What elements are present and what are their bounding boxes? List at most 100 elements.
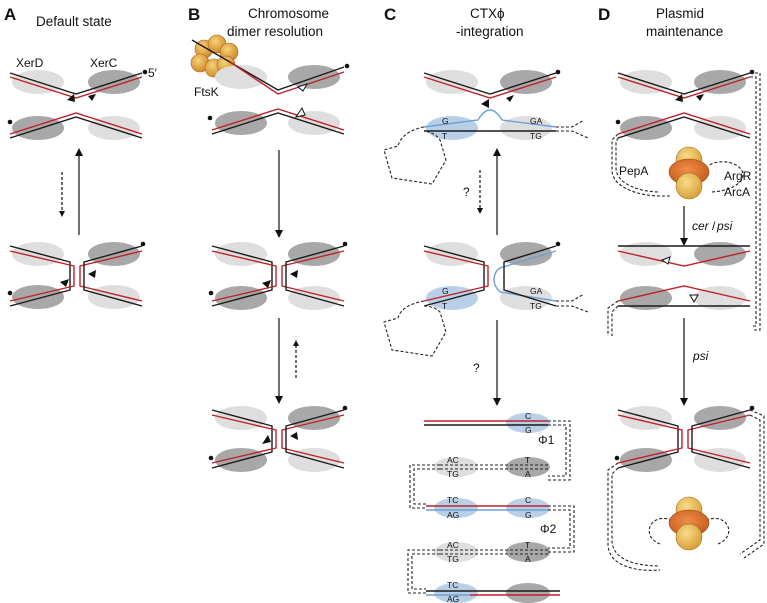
panel-b: B Chromosome dimer resolution FtsK <box>188 5 350 472</box>
psi-label-2: psi <box>692 349 709 363</box>
nt-label: TC <box>447 580 458 590</box>
phage-hairpin <box>556 119 589 139</box>
nt-label: C <box>525 411 531 421</box>
cleavage-arrowhead <box>481 99 489 108</box>
ctx-complex-c1: G T GA TG <box>383 69 589 185</box>
site-ellipse <box>506 583 550 603</box>
cer-label: cer <box>692 219 710 233</box>
dna-strand-red <box>617 112 751 135</box>
nt-label: T <box>442 131 447 141</box>
synaptic-complex-b2 <box>208 241 348 310</box>
site-ellipse <box>434 542 478 562</box>
dna-strand-blue <box>423 109 557 128</box>
dna-strand <box>191 39 345 91</box>
dna-strand-red <box>281 250 345 302</box>
cleavage-arrowhead <box>506 95 514 102</box>
synaptic-complex-a1 <box>7 69 148 140</box>
dna-strand-red <box>9 76 143 99</box>
dna-strand <box>285 409 345 469</box>
site-ellipse <box>434 498 478 518</box>
plasmid-backbone <box>739 409 765 559</box>
dna-strand <box>617 116 751 139</box>
nt-label: TG <box>530 131 542 141</box>
nt-label: AC <box>447 455 459 465</box>
xerc-monomer <box>12 116 64 140</box>
phage-loop <box>383 300 447 357</box>
nt-label: GA <box>530 116 543 126</box>
nt-label: AG <box>447 594 459 603</box>
dna-strand <box>285 245 345 307</box>
strand-end-dot <box>342 241 348 247</box>
xerd-monomer <box>500 286 552 310</box>
xerd-monomer <box>88 116 140 140</box>
open-arrowhead <box>296 83 309 92</box>
dna-strand-red <box>281 414 345 464</box>
site-ellipse <box>506 542 550 562</box>
panel-a: A Default state XerD XerC 5′ <box>4 5 158 309</box>
dna-strand <box>691 409 751 469</box>
panel-letter-a: A <box>4 5 16 24</box>
dna-strand <box>9 116 143 139</box>
ctx-complex-c2: G T GA TG <box>383 241 589 357</box>
dna-strand-red <box>423 76 557 99</box>
panel-d-title-2: maintenance <box>646 24 723 39</box>
site-ellipse <box>506 457 550 477</box>
question-mark: ? <box>463 185 470 199</box>
pepa-label: PepA <box>619 164 648 178</box>
strand-end-dot <box>208 455 214 461</box>
panel-d-title-1: Plasmid <box>656 6 704 21</box>
argr-subunit <box>675 172 703 200</box>
dna-strand <box>83 245 143 307</box>
xerc-monomer <box>500 242 552 266</box>
integrated-array: Φ1 Φ2 C G AC TG T A TC AG C G AC TG T A … <box>407 411 575 603</box>
synaptic-complex-b3 <box>208 405 348 472</box>
nt-label: A <box>525 554 531 564</box>
phi2-label: Φ2 <box>540 522 557 536</box>
slash-label: / <box>712 219 716 233</box>
dna-strand <box>211 245 273 307</box>
strand-end-dot <box>207 115 213 121</box>
open-arrowhead <box>294 106 306 118</box>
dna-strand <box>423 72 557 95</box>
synaptic-complex-b1 <box>191 39 350 135</box>
nt-label: G <box>525 425 532 435</box>
nt-label: T <box>525 540 530 550</box>
panel-b-title-2: dimer resolution <box>227 24 323 39</box>
dna-strand-red <box>79 250 143 302</box>
nt-label: AG <box>447 510 459 520</box>
panel-b-title-1: Chromosome <box>248 6 329 21</box>
panel-letter-d: D <box>598 5 610 24</box>
dna-strand-blue <box>493 250 557 302</box>
nt-label: T <box>442 301 447 311</box>
cleavage-arrowhead <box>88 270 96 278</box>
plasmid-backbone <box>607 300 619 336</box>
accessory-proteins-2 <box>668 496 710 551</box>
dna-strand <box>9 72 143 95</box>
xerd-label: XerD <box>16 56 44 70</box>
strand-end-dot <box>749 405 755 411</box>
strand-end-dot <box>342 405 348 411</box>
strand-end-dot <box>615 119 621 125</box>
dna-strand-red <box>211 414 277 464</box>
open-arrowhead <box>660 256 671 265</box>
dna-strand-red <box>687 414 751 464</box>
phage-dna <box>409 464 440 509</box>
strand-end-dot <box>208 290 214 296</box>
xerd-monomer <box>215 65 267 89</box>
plasmid-backbone <box>611 133 672 197</box>
panel-c: C CTXϕ -integration G T GA TG ? <box>383 5 589 603</box>
dna-strand <box>9 245 71 307</box>
dna-strand-red <box>617 285 751 302</box>
argr-subunit <box>675 523 703 551</box>
plasmid-backbone <box>707 161 744 193</box>
xerc-label: XerC <box>90 56 118 70</box>
xerc-monomer <box>694 242 746 266</box>
dna-strand-red <box>229 61 345 95</box>
nt-label: TG <box>447 554 459 564</box>
strand-end-dot <box>614 455 620 461</box>
phage-hairpin <box>556 293 589 313</box>
dna-strand-red <box>9 112 143 135</box>
plasmid-complex-d2 <box>607 242 751 336</box>
question-mark: ? <box>473 361 480 375</box>
plasmid-backbone <box>607 462 661 571</box>
